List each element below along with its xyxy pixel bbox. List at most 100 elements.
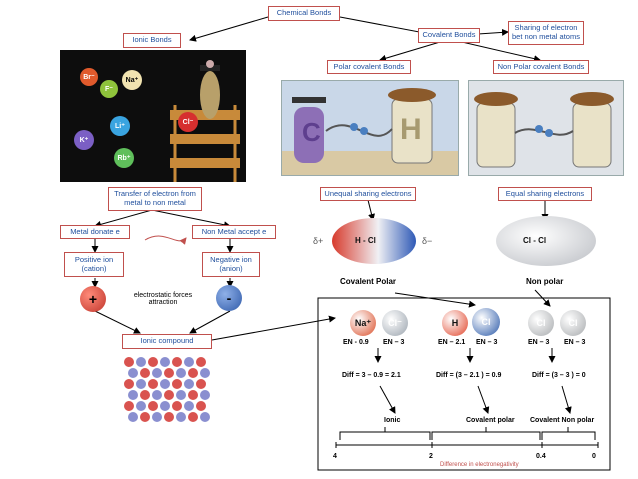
nonpolar-cartoon-image <box>468 80 624 176</box>
lattice-cation <box>188 368 198 378</box>
rb-atom: Rb⁺ <box>114 148 134 168</box>
lattice-cation <box>196 379 206 389</box>
nonmetal-accept-box: Non Metal accept e <box>192 225 276 239</box>
cl-atom: Cl⁻ <box>178 112 198 132</box>
lattice-cation <box>164 368 174 378</box>
br-atom: Br⁻ <box>80 68 98 86</box>
en-cl-right: EN – 3 <box>564 339 586 346</box>
lattice-cation <box>124 379 134 389</box>
scale-2: 2 <box>429 453 433 460</box>
lattice-anion <box>160 401 170 411</box>
atom-cl-left: Cl <box>528 310 554 336</box>
cl-cl-label: Cl - Cl <box>523 236 547 245</box>
ionic-lattice <box>124 357 212 425</box>
lattice-anion <box>136 401 146 411</box>
lattice-anion <box>152 390 162 400</box>
lattice-cation <box>164 390 174 400</box>
lattice-cation <box>148 401 158 411</box>
lattice-anion <box>176 368 186 378</box>
k-atom: K⁺ <box>74 130 94 150</box>
lattice-anion <box>128 368 138 378</box>
type-ionic: Ionic <box>384 417 401 424</box>
type-polar: Covalent polar <box>466 417 515 424</box>
en-h: EN – 2.1 <box>438 339 466 346</box>
cation-sphere: + <box>80 286 106 312</box>
lattice-anion <box>176 390 186 400</box>
lattice-anion <box>152 368 162 378</box>
lattice-cation <box>188 390 198 400</box>
lattice-cation <box>124 401 134 411</box>
lattice-cation <box>188 412 198 422</box>
polar-molecule-cloud <box>332 218 416 264</box>
lattice-anion <box>184 357 194 367</box>
covalent-polar-caption: Covalent Polar <box>340 277 397 286</box>
electrostatic-label: electrostatic forces attraction <box>133 292 193 306</box>
scale-4: 4 <box>333 453 337 460</box>
chemical-bonds-box: Chemical Bonds <box>268 6 340 21</box>
anion-sphere: - <box>216 285 242 311</box>
ionic-compound-box: Ionic compound <box>122 334 212 349</box>
lattice-cation <box>196 401 206 411</box>
covalent-bonds-box: Covalent Bonds <box>418 28 480 43</box>
lattice-anion <box>184 401 194 411</box>
delta-plus: δ+ <box>313 236 324 246</box>
diff-polar: Diff = (3 – 2.1 ) = 0.9 <box>436 372 502 379</box>
lattice-anion <box>184 379 194 389</box>
f-atom: F⁻ <box>100 80 118 98</box>
positive-ion-box: Positive ion (cation) <box>64 252 124 277</box>
lattice-anion <box>128 412 138 422</box>
lattice-anion <box>160 357 170 367</box>
lattice-cation <box>148 379 158 389</box>
lattice-cation <box>172 379 182 389</box>
en-cl-minus: EN – 3 <box>383 339 405 346</box>
lattice-anion <box>136 357 146 367</box>
lattice-anion <box>200 368 210 378</box>
nonpolar-covalent-box: Non Polar covalent Bonds <box>493 60 589 74</box>
lattice-anion <box>160 379 170 389</box>
lattice-cation <box>196 357 206 367</box>
lattice-cation <box>172 401 182 411</box>
non-polar-caption: Non polar <box>526 277 564 286</box>
lattice-anion <box>152 412 162 422</box>
negative-ion-box: Negative ion (anion) <box>202 252 260 277</box>
en-na: EN - 0.9 <box>343 339 369 346</box>
metal-donate-box: Metal donate e <box>60 225 130 239</box>
ionic-cartoon-image: Na⁺ Br⁻ F⁻ Li⁺ K⁺ Rb⁺ Cl⁻ <box>60 50 246 182</box>
lattice-cation <box>124 357 134 367</box>
transfer-box: Transfer of electron from metal to non m… <box>108 187 202 211</box>
lattice-cation <box>140 390 150 400</box>
en-cl-polar: EN – 3 <box>476 339 498 346</box>
lattice-anion <box>128 390 138 400</box>
atom-cl-minus: Cl⁻ <box>382 310 408 336</box>
h-cl-label: H - Cl <box>355 236 376 245</box>
carbon-letter: C <box>302 117 321 147</box>
atom-na: Na⁺ <box>350 310 376 336</box>
type-nonpolar: Covalent Non polar <box>530 417 595 424</box>
diff-ionic: Diff = 3 – 0.9 = 2.1 <box>342 372 401 379</box>
lattice-anion <box>200 412 210 422</box>
hydrogen-letter: H <box>400 113 422 146</box>
polar-covalent-box: Polar covalent Bonds <box>327 60 411 74</box>
atom-cl-right: Cl <box>560 310 586 336</box>
atom-cl-polar: Cl <box>472 308 500 336</box>
lattice-cation <box>164 412 174 422</box>
delta-minus: δ− <box>422 236 433 246</box>
na-atom: Na⁺ <box>122 70 142 90</box>
en-cl-left: EN – 3 <box>528 339 550 346</box>
lattice-anion <box>200 390 210 400</box>
scale-0: 0 <box>592 453 596 460</box>
diff-nonpolar: Diff = (3 – 3 ) = 0 <box>532 372 586 379</box>
nonpolar-molecule-cloud <box>496 216 596 266</box>
lattice-cation <box>172 357 182 367</box>
lattice-anion <box>176 412 186 422</box>
equal-sharing-box: Equal sharing electrons <box>498 187 592 201</box>
polar-cartoon-image: C H <box>281 80 459 176</box>
unequal-sharing-box: Unequal sharing electrons <box>320 187 416 201</box>
lattice-anion <box>136 379 146 389</box>
sharing-box: Sharing of electron bet non metal atoms <box>508 21 584 45</box>
li-atom: Li⁺ <box>110 116 130 136</box>
scale-caption: Difference in electronegativity <box>440 462 519 468</box>
lattice-cation <box>148 357 158 367</box>
lattice-cation <box>140 412 150 422</box>
